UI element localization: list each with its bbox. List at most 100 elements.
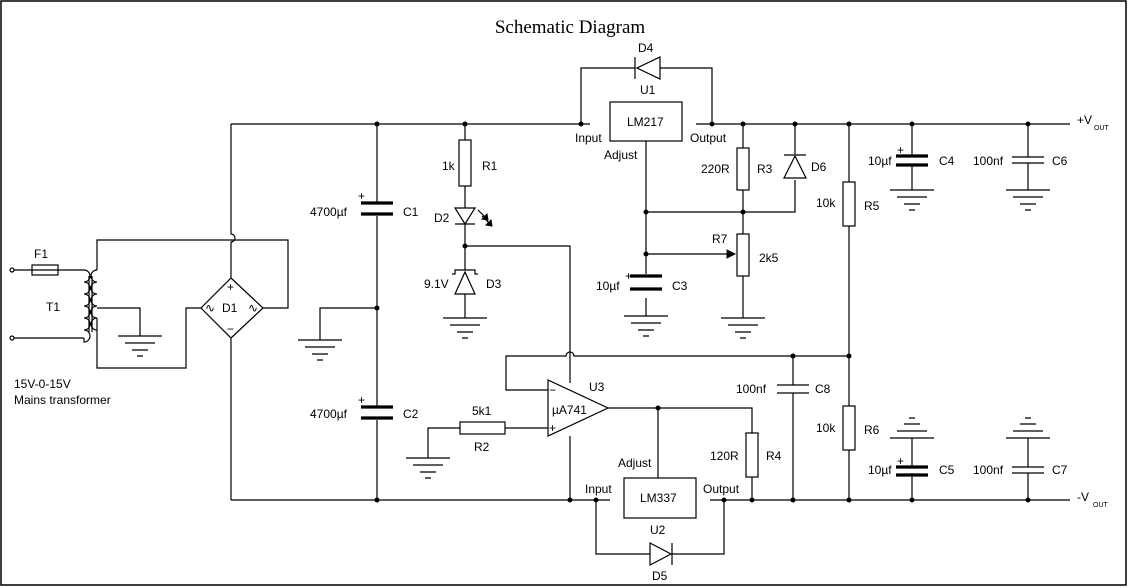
- transformer-t1: T1 15V-0-15V Mains transformer: [9, 269, 111, 407]
- u1-adjust-label: Adjust: [604, 148, 638, 162]
- u1-ref: U1: [640, 83, 656, 97]
- r3-value: 220R: [701, 162, 730, 176]
- c3-value: 10µf: [596, 279, 620, 293]
- vout-positive-sub: OUT: [1094, 125, 1110, 132]
- diagram-title: Schematic Diagram: [495, 17, 646, 38]
- u3-part: µA741: [552, 403, 587, 417]
- c8-value: 100nf: [736, 382, 767, 396]
- output-negative: -V OUT: [1077, 490, 1109, 509]
- c4-ref: C4: [939, 154, 955, 168]
- c2-plus: +: [358, 393, 365, 407]
- c2-value: 4700µf: [310, 407, 348, 421]
- ground-symbols: [118, 189, 1050, 479]
- d1-ac-right: ∿: [248, 301, 258, 315]
- u1-output-label: Output: [690, 131, 727, 145]
- r1-value: 1k: [442, 159, 456, 173]
- resistor-r5: 10k R5: [816, 181, 880, 227]
- d2-ref: D2: [434, 211, 450, 225]
- c7-value: 100nf: [973, 463, 1004, 477]
- c4-value: 10µf: [868, 154, 892, 168]
- capacitor-c2: + 4700µf C2: [310, 393, 419, 421]
- u2-adjust-label: Adjust: [618, 456, 652, 470]
- c5-plus: +: [897, 454, 904, 468]
- diode-d4: D4: [634, 41, 661, 80]
- d1-minus: −: [227, 322, 234, 336]
- zener-diode-d3: 9.1V D3: [424, 269, 502, 295]
- resistor-r1: 1k R1: [442, 139, 498, 187]
- c6-ref: C6: [1052, 154, 1068, 168]
- c3-ref: C3: [672, 279, 688, 293]
- d1-ref: D1: [222, 301, 238, 315]
- r4-ref: R4: [766, 449, 782, 463]
- diode-d5: D5: [649, 542, 673, 583]
- output-positive: +V OUT: [1077, 113, 1110, 132]
- r7-value: 2k5: [759, 251, 779, 265]
- d5-ref: D5: [652, 569, 668, 583]
- d1-plus: +: [227, 280, 234, 294]
- u3-ref: U3: [589, 380, 605, 394]
- capacitor-c4: + 10µf C4: [868, 143, 955, 168]
- c1-plus: +: [358, 189, 365, 203]
- f1-ref: F1: [34, 247, 48, 261]
- c3-plus: +: [625, 269, 632, 283]
- resistor-r3: 220R R3: [701, 147, 773, 191]
- capacitor-c8: 100nf C8: [736, 382, 831, 396]
- c5-value: 10µf: [868, 463, 892, 477]
- junction-dots: [374, 121, 1031, 503]
- wires: [12, 67, 1070, 555]
- u3-minus: −: [549, 383, 556, 397]
- diode-d6: D6: [783, 154, 827, 179]
- d3-ref: D3: [486, 277, 502, 291]
- r1-ref: R1: [482, 159, 498, 173]
- regulator-u1: LM217 U1 Input Output Adjust: [575, 83, 727, 162]
- r5-value: 10k: [816, 196, 836, 210]
- capacitor-c3: + 10µf C3: [596, 269, 688, 293]
- transformer-note-line2: Mains transformer: [14, 393, 111, 407]
- u2-part: LM337: [640, 491, 677, 505]
- t1-ref: T1: [46, 300, 60, 314]
- c2-ref: C2: [403, 407, 419, 421]
- d6-ref: D6: [811, 160, 827, 174]
- resistor-r6: 10k R6: [816, 405, 880, 451]
- u1-part: LM217: [627, 115, 664, 129]
- capacitor-c6: 100nf C6: [973, 154, 1068, 168]
- c7-ref: C7: [1052, 463, 1068, 477]
- fuse-f1: F1: [9, 247, 59, 276]
- led-d2: D2: [434, 207, 493, 227]
- resistor-r2: 5k1 R2: [459, 404, 506, 454]
- d1-ac-left: ∿: [205, 301, 215, 315]
- c5-ref: C5: [939, 463, 955, 477]
- r2-ref: R2: [474, 440, 490, 454]
- r5-ref: R5: [864, 199, 880, 213]
- resistor-r4: 120R R4: [710, 432, 782, 478]
- regulator-u2: LM337 U2 Input Output Adjust: [585, 456, 740, 537]
- c1-value: 4700µf: [310, 205, 348, 219]
- u2-ref: U2: [650, 523, 666, 537]
- r6-value: 10k: [816, 421, 836, 435]
- capacitor-c7: 100nf C7: [973, 463, 1068, 477]
- r4-value: 120R: [710, 449, 739, 463]
- vout-negative-sub: OUT: [1093, 502, 1109, 509]
- bridge-rectifier-d1: D1 + − ∿ ∿: [200, 277, 264, 339]
- c4-plus: +: [897, 143, 904, 157]
- u2-input-label: Input: [585, 482, 612, 496]
- r3-ref: R3: [757, 162, 773, 176]
- c1-ref: C1: [403, 205, 419, 219]
- u1-input-label: Input: [575, 131, 602, 145]
- opamp-u3: µA741 − + U3: [547, 379, 610, 437]
- d3-value: 9.1V: [424, 277, 449, 291]
- r7-ref: R7: [712, 232, 728, 246]
- u3-plus: +: [549, 421, 556, 435]
- capacitor-c1: + 4700µf C1: [310, 189, 419, 219]
- d4-ref: D4: [638, 41, 654, 55]
- transformer-note-line1: 15V-0-15V: [14, 377, 71, 391]
- r6-ref: R6: [864, 423, 880, 437]
- c8-ref: C8: [815, 382, 831, 396]
- r2-value: 5k1: [472, 404, 492, 418]
- capacitor-c5: + 10µf C5: [868, 454, 955, 477]
- potentiometer-r7: R7 2k5: [712, 232, 779, 277]
- c6-value: 100nf: [973, 154, 1004, 168]
- u2-output-label: Output: [703, 482, 740, 496]
